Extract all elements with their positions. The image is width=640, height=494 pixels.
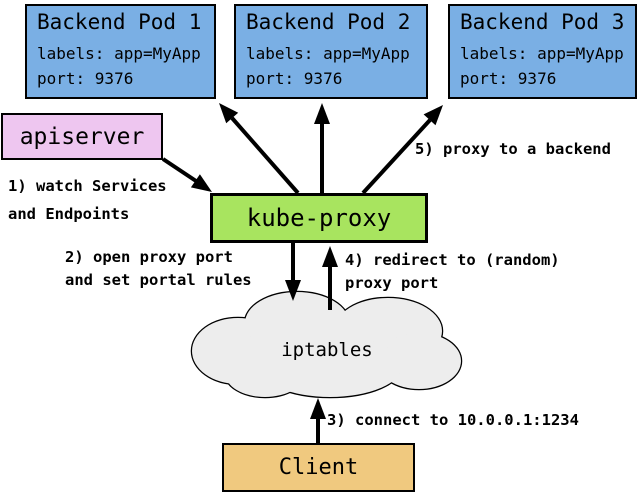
annotation-step2-open-proxy-port: 2) open proxy port and set portal rules [65,248,252,289]
backend-pod-1-labels: labels: app=MyApp [37,44,201,63]
arrow-client-to-iptables [310,398,326,443]
backend-pod-3-labels: labels: app=MyApp [460,44,624,63]
arrow-kubeproxy-to-pod1 [219,103,300,195]
arrow-kubeproxy-to-iptables [285,243,301,301]
backend-pod-1-title: Backend Pod 1 [37,10,202,34]
arrow-kubeproxy-to-pod2 [314,103,330,193]
backend-pod-2-node: Backend Pod 2 labels: app=MyApp port: 93… [234,4,428,99]
apiserver-node: apiserver [1,113,163,160]
annotation-step5-proxy-to-backend: 5) proxy to a backend [415,140,611,158]
apiserver-title: apiserver [19,123,145,150]
annotation-step3-connect: 3) connect to 10.0.0.1:1234 [327,411,579,429]
annotation-step1-watch-services: 1) watch Services and Endpoints [8,177,167,223]
arrow-iptables-to-kubeproxy [322,246,338,310]
backend-pod-1-port: port: 9376 [37,69,134,88]
kube-proxy-node: kube-proxy [210,193,428,243]
arrow-kubeproxy-to-pod3 [361,105,443,195]
backend-pod-1-node: Backend Pod 1 labels: app=MyApp port: 93… [25,4,216,99]
backend-pod-2-labels: labels: app=MyApp [246,44,410,63]
backend-pod-3-node: Backend Pod 3 labels: app=MyApp port: 93… [448,4,637,99]
backend-pod-3-title: Backend Pod 3 [460,10,625,34]
backend-pod-2-port: port: 9376 [246,69,343,88]
client-title: Client [278,455,359,480]
client-node: Client [222,443,415,492]
annotation-step4-redirect: 4) redirect to (random) proxy port [345,251,560,292]
backend-pod-2-title: Backend Pod 2 [246,10,411,34]
arrow-apiserver-to-kubeproxy [161,157,212,192]
kube-proxy-title: kube-proxy [246,204,392,232]
iptables-label: iptables [281,339,373,361]
iptables-cloud-shape [190,290,463,399]
backend-pod-3-port: port: 9376 [460,69,557,88]
